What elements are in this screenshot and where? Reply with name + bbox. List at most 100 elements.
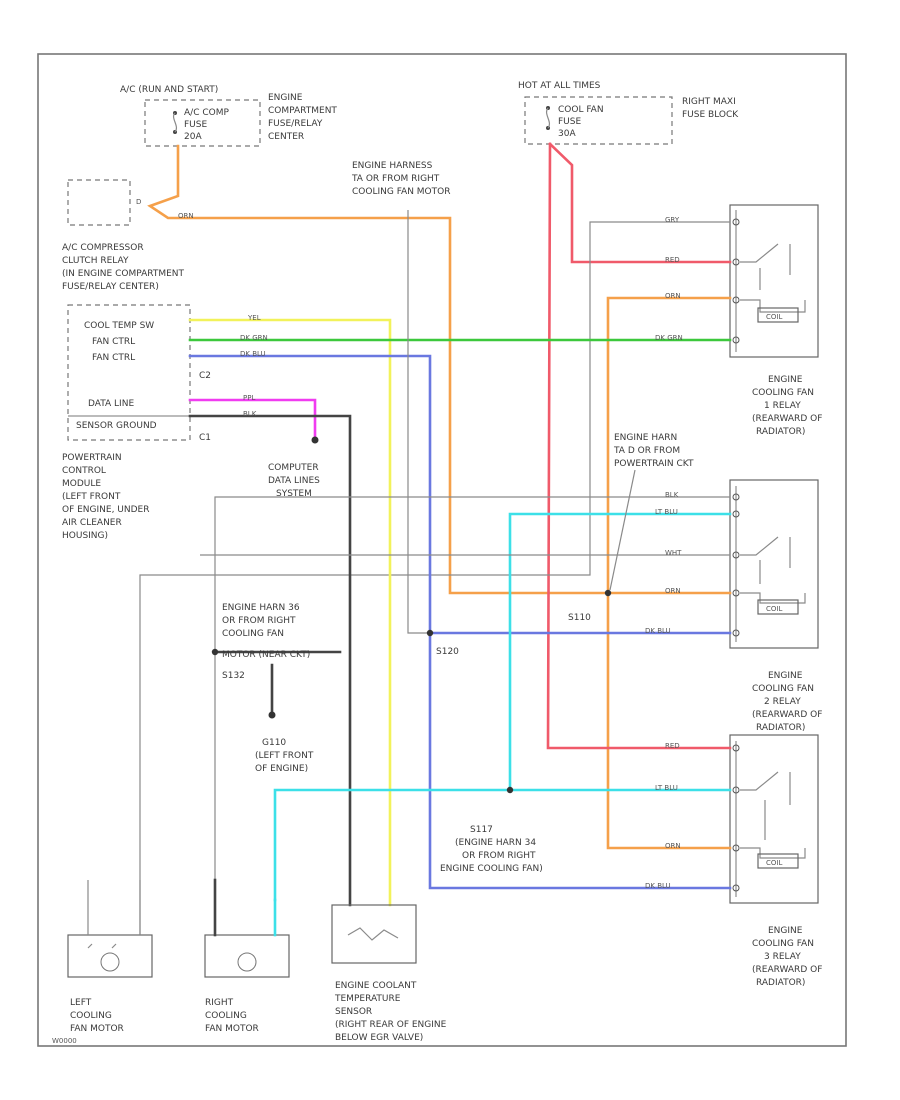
wire-cyan-relay3 xyxy=(273,788,732,902)
wire-magenta-data-line xyxy=(188,398,317,442)
right-fuse-sub1: FUSE xyxy=(558,117,581,127)
left-fuse-loc-1: ENGINE xyxy=(268,93,303,103)
wire-dark-sensor-ground xyxy=(188,414,352,907)
wire-yellow-cool-temp xyxy=(188,318,392,907)
ac-relay-label-4: FUSE/RELAY CENTER) xyxy=(62,282,159,292)
left-fuse-symbol xyxy=(172,111,178,134)
wire-gray-relay1 xyxy=(139,221,730,935)
wl-blk-pcm: BLK xyxy=(243,410,257,418)
s132-label-3: COOLING FAN xyxy=(222,629,284,639)
relay-3-label-3: 3 RELAY xyxy=(764,952,801,962)
right-fuse-loc-1: RIGHT MAXI xyxy=(682,97,736,107)
ac-relay-label-2: CLUTCH RELAY xyxy=(62,256,129,266)
right-motor-label-1: RIGHT xyxy=(205,998,234,1008)
harness-note-2: TA OR FROM RIGHT xyxy=(351,174,440,184)
relay-1 xyxy=(729,204,819,358)
relay-1-label-2: COOLING FAN xyxy=(752,388,814,398)
left-fuse-loc-3: FUSE/RELAY xyxy=(268,119,323,129)
wl-ltblu-relay2: LT BLU xyxy=(655,508,678,516)
footnote: W0000 xyxy=(52,1037,77,1045)
splice-s120-dot xyxy=(426,629,434,637)
wl-orn-relay1: ORN xyxy=(665,292,681,300)
ect-label-3: SENSOR xyxy=(335,1007,372,1017)
pcm-connector-c1: C1 xyxy=(199,433,211,443)
right-fuse-header: HOT AT ALL TIMES xyxy=(518,81,601,91)
ect-label-1: ENGINE COOLANT xyxy=(335,981,417,991)
pcm-pin-fan-ctrl-1: FAN CTRL xyxy=(92,337,135,347)
wire-orange-relay-feed xyxy=(606,296,732,850)
left-fuse-box xyxy=(144,99,261,147)
pcm-label-4: (LEFT FRONT xyxy=(62,492,121,502)
right-fuse-name: COOL FAN xyxy=(558,105,604,115)
relay-2-label-5: RADIATOR) xyxy=(756,723,805,733)
relay-2-label-2: COOLING FAN xyxy=(752,684,814,694)
wire-left-motor-gray xyxy=(87,880,141,935)
g110-label-1: G110 xyxy=(262,738,286,748)
relay-1-coil: COIL xyxy=(766,313,782,321)
wl-red-relay3: RED xyxy=(665,742,680,750)
pcm-pin-fan-ctrl-2: FAN CTRL xyxy=(92,353,135,363)
s132-id: S132 xyxy=(222,671,245,681)
wl-dkgrn-pcm: DK GRN xyxy=(240,334,268,342)
computer-splice-2: DATA LINES xyxy=(268,476,320,486)
wl-orn-relay3: ORN xyxy=(665,842,681,850)
left-fuse-header: A/C (RUN AND START) xyxy=(120,85,218,95)
computer-splice-1: COMPUTER xyxy=(268,463,319,473)
splice-s117-dot xyxy=(506,786,514,794)
right-fuse-sub2: 30A xyxy=(558,129,576,139)
pcm-label-2: CONTROL xyxy=(62,466,106,476)
s117-label-2: (ENGINE HARN 34 xyxy=(455,838,536,848)
relay-1-label-4: (REARWARD OF xyxy=(752,414,822,424)
s117-label-1: S117 xyxy=(470,825,493,835)
left-fuse-sub2: 20A xyxy=(184,132,202,142)
left-motor-label-3: FAN MOTOR xyxy=(70,1024,124,1034)
wire-dark-relay2 xyxy=(214,496,730,935)
wl-dkblu-pcm: DK BLU xyxy=(240,350,266,358)
right-fuse-symbol xyxy=(545,106,551,130)
ac-relay-label-1: A/C COMPRESSOR xyxy=(62,243,144,253)
wl-ppl-pcm: PPL xyxy=(243,394,255,402)
ac-relay-label-3: (IN ENGINE COMPARTMENT xyxy=(62,269,185,279)
wl-dkgrn-relay1: DK GRN xyxy=(655,334,683,342)
right-fuse-box xyxy=(524,96,673,145)
wl-orn-1: ORN xyxy=(178,212,194,220)
wl-dkblu-relay3: DK BLU xyxy=(645,882,671,890)
relay-3-label-2: COOLING FAN xyxy=(752,939,814,949)
pcm-pin-data-line: DATA LINE xyxy=(88,399,134,409)
left-fuse-name: A/C COMP xyxy=(184,108,229,118)
g110-label-2: (LEFT FRONT xyxy=(255,751,314,761)
ect-label-5: BELOW EGR VALVE) xyxy=(335,1033,423,1043)
wire-gray-harness xyxy=(407,210,430,634)
wire-orange-ac xyxy=(147,144,732,595)
s132-label-1: ENGINE HARN 36 xyxy=(222,603,300,613)
pcm-label-7: HOUSING) xyxy=(62,531,108,541)
relay-2-label-4: (REARWARD OF xyxy=(752,710,822,720)
ect-label-2: TEMPERATURE xyxy=(334,994,401,1004)
ac-relay-box xyxy=(67,179,131,226)
wl-dkblu-relay2: DK BLU xyxy=(645,627,671,635)
wire-ground-g110 xyxy=(213,650,342,717)
ect-label-4: (RIGHT REAR OF ENGINE xyxy=(335,1020,447,1030)
harness-note-3: COOLING FAN MOTOR xyxy=(352,187,450,197)
relay-2-label-1: ENGINE xyxy=(768,671,803,681)
wl-gry-relay1: GRY xyxy=(665,216,680,224)
pcm-label-1: POWERTRAIN xyxy=(62,453,122,463)
s110-label-3: POWERTRAIN CKT xyxy=(614,459,694,469)
wire-red-1 xyxy=(548,142,732,264)
left-fuse-sub1: FUSE xyxy=(184,120,207,130)
ac-relay-pin: D xyxy=(136,198,141,206)
s110-leader xyxy=(609,469,636,591)
wire-cyan-relay2 xyxy=(508,512,732,792)
splice-computer-dot xyxy=(311,436,319,444)
left-fuse-loc-4: CENTER xyxy=(268,132,304,142)
wl-ltblu-relay3: LT BLU xyxy=(655,784,678,792)
left-fan-motor-symbol xyxy=(67,934,153,978)
s110-label-2: TA D OR FROM xyxy=(613,446,680,456)
s120-id: S120 xyxy=(436,647,459,657)
pcm-box xyxy=(67,304,191,441)
wl-red-relay1: RED xyxy=(665,256,680,264)
pcm-label-3: MODULE xyxy=(62,479,101,489)
wire-blue-fan-ctrl xyxy=(188,354,732,890)
wl-wht-relay2: WHT xyxy=(665,549,682,557)
